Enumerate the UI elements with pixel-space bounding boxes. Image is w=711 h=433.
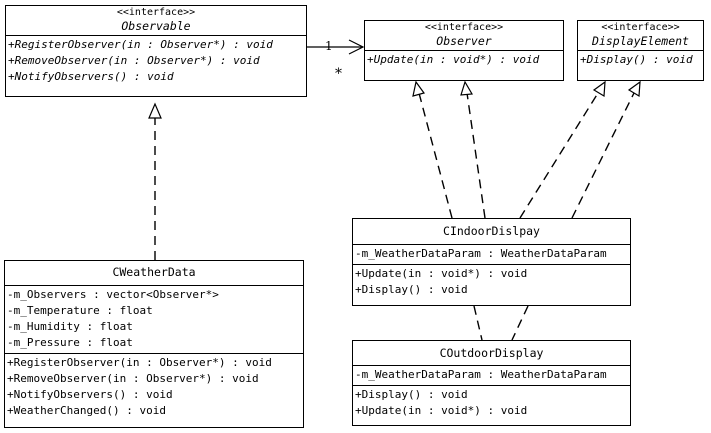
link-indoor-outdoor-b [511, 305, 529, 341]
display-element-name: DisplayElement [592, 34, 689, 48]
realization-indoor-observer-b [466, 92, 486, 219]
link-indoor-outdoor-a [473, 305, 483, 341]
observer-method: +Update(in : void*) : void [367, 53, 540, 66]
association-target-multiplicity: * [335, 66, 342, 82]
indoor-display-name: CIndoorDislpay [443, 224, 540, 238]
indoor-display-attribute: -m_WeatherDataParam : WeatherDataParam [355, 247, 607, 260]
observer-stereotype: <<interface>> [424, 22, 504, 33]
weather-data-attribute: -m_Humidity : float [7, 320, 133, 333]
weather-data-method: +WeatherChanged() : void [7, 404, 166, 417]
association-open-arrowhead [348, 39, 365, 55]
observer-methods: +Update(in : void*) : void [365, 50, 563, 70]
outdoor-display-method: +Update(in : void*) : void [355, 404, 528, 417]
realization-indoor-display-a [519, 92, 599, 219]
class-weather-data[interactable]: CWeatherData -m_Observers : vector<Obser… [4, 260, 304, 428]
outdoor-display-attributes: -m_WeatherDataParam : WeatherDataParam [353, 365, 630, 385]
weather-data-name: CWeatherData [112, 265, 196, 279]
outdoor-display-name: COutdoorDisplay [439, 346, 544, 360]
realization-arrowhead-display-b [627, 80, 641, 98]
display-element-stereotype: <<interface>> [601, 22, 680, 33]
display-element-methods: +Display() : void [578, 50, 703, 70]
class-indoor-display[interactable]: CIndoorDislpay -m_WeatherDataParam : Wea… [352, 218, 631, 306]
weather-data-attribute: -m_Observers : vector<Observer*> [7, 288, 219, 301]
observable-method: +RemoveObserver(in : Observer*) : void [8, 54, 260, 67]
indoor-display-method: +Update(in : void*) : void [355, 267, 528, 280]
weather-data-method: +RegisterObserver(in : Observer*) : void [7, 356, 272, 369]
display-element-method: +Display() : void [580, 53, 693, 66]
observable-method: +NotifyObservers() : void [8, 70, 174, 83]
observable-name: Observable [121, 19, 191, 33]
observable-method: +RegisterObserver(in : Observer*) : void [8, 38, 273, 51]
association-source-multiplicity: 1 [325, 39, 333, 53]
outdoor-display-methods: +Display() : void +Update(in : void*) : … [353, 385, 630, 421]
realization-arrowhead-observer-b [460, 80, 473, 96]
class-observer[interactable]: <<interface>> Observer +Update(in : void… [364, 20, 564, 81]
weather-data-methods: +RegisterObserver(in : Observer*) : void… [5, 353, 303, 421]
observable-methods: +RegisterObserver(in : Observer*) : void… [6, 35, 306, 87]
realization-indoor-display-b [571, 92, 635, 219]
realization-arrowhead-observer-a [412, 80, 425, 97]
class-display-element[interactable]: <<interface>> DisplayElement +Display() … [577, 20, 704, 81]
weather-data-attribute: -m_Temperature : float [7, 304, 153, 317]
indoor-display-attributes: -m_WeatherDataParam : WeatherDataParam [353, 244, 630, 264]
outdoor-display-method: +Display() : void [355, 388, 468, 401]
weather-data-method: +NotifyObservers() : void [7, 388, 173, 401]
realization-arrowhead-display-a [592, 80, 606, 98]
weather-data-attributes: -m_Observers : vector<Observer*> -m_Temp… [5, 285, 303, 353]
indoor-display-method: +Display() : void [355, 283, 468, 296]
class-observable[interactable]: <<interface>> Observable +RegisterObserv… [5, 5, 307, 97]
realization-indoor-observer-a [418, 92, 453, 219]
class-outdoor-display[interactable]: COutdoorDisplay -m_WeatherDataParam : We… [352, 340, 631, 426]
observable-stereotype: <<interface>> [116, 7, 196, 18]
realization-arrowhead-observable [148, 102, 162, 119]
weather-data-method: +RemoveObserver(in : Observer*) : void [7, 372, 259, 385]
observer-name: Observer [436, 34, 492, 48]
indoor-display-methods: +Update(in : void*) : void +Display() : … [353, 264, 630, 300]
outdoor-display-attribute: -m_WeatherDataParam : WeatherDataParam [355, 368, 607, 381]
weather-data-attribute: -m_Pressure : float [7, 336, 133, 349]
